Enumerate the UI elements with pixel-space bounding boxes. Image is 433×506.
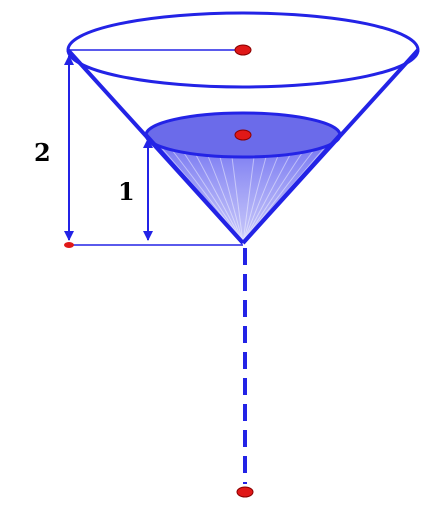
outer-height-label: 2 — [34, 138, 51, 167]
outer-center-point — [234, 44, 252, 56]
water-cone-right-side — [241, 133, 342, 245]
water-cone — [144, 111, 342, 245]
axis-end-point — [236, 486, 254, 498]
water-cone-body — [146, 135, 341, 243]
inner-height-label: 1 — [118, 177, 135, 206]
baseline-point — [64, 242, 74, 248]
water-center-point — [234, 129, 252, 141]
water-cone-left-side — [144, 133, 245, 245]
